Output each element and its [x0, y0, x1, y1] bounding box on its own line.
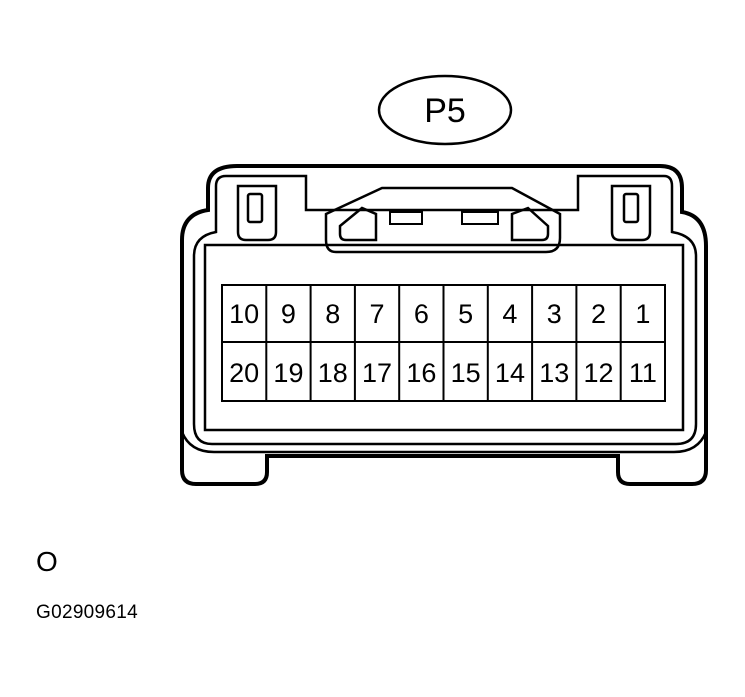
bottom-row-pin-19: 19 [273, 358, 303, 388]
left-latch-slot [246, 192, 264, 224]
right-latch-outer [610, 184, 652, 242]
connector-housing-outer [180, 164, 708, 486]
center-lock-tab [324, 186, 562, 254]
top-row-pin-9: 9 [281, 299, 296, 329]
pin-frame [203, 243, 685, 432]
connector-label: P5 [377, 74, 513, 146]
top-row-pin-4: 4 [502, 299, 517, 329]
bottom-row-pin-16: 16 [406, 358, 436, 388]
lock-tab-right-slot [461, 211, 499, 225]
left-latch [236, 184, 278, 242]
top-row-pin-2: 2 [591, 299, 606, 329]
housing-bottom-rim [180, 431, 708, 454]
top-row-pin-3: 3 [547, 299, 562, 329]
top-row-pin-10: 10 [229, 299, 259, 329]
right-latch [610, 184, 652, 242]
top-row-pin-6: 6 [414, 299, 429, 329]
connector-label-ellipse [377, 74, 513, 146]
top-row-pin-8: 8 [325, 299, 340, 329]
lock-tab-left-bump [338, 206, 378, 242]
left-latch-outer [236, 184, 278, 242]
right-latch-slot [622, 192, 640, 224]
top-row-pin-7: 7 [370, 299, 385, 329]
connector-label-text: P5 [424, 92, 466, 130]
top-row-pin-5: 5 [458, 299, 473, 329]
bottom-row-pin-12: 12 [584, 358, 614, 388]
bottom-row-pin-11: 11 [629, 358, 657, 388]
top-row-pin-1: 1 [635, 299, 650, 329]
bottom-row-pin-15: 15 [451, 358, 481, 388]
bottom-row-pin-20: 20 [229, 358, 259, 388]
lock-tab-right-bump [510, 206, 550, 242]
bottom-row-pin-14: 14 [495, 358, 525, 388]
lock-tab-left-slot [389, 211, 423, 225]
lock-tab-outline [324, 186, 562, 254]
connector-housing-inner [192, 174, 698, 446]
bottom-row-pin-18: 18 [318, 358, 348, 388]
bottom-row-pin-13: 13 [539, 358, 569, 388]
side-mark: O [36, 546, 58, 577]
figure-code: G02909614 [36, 602, 139, 623]
bottom-row-pin-17: 17 [362, 358, 392, 388]
